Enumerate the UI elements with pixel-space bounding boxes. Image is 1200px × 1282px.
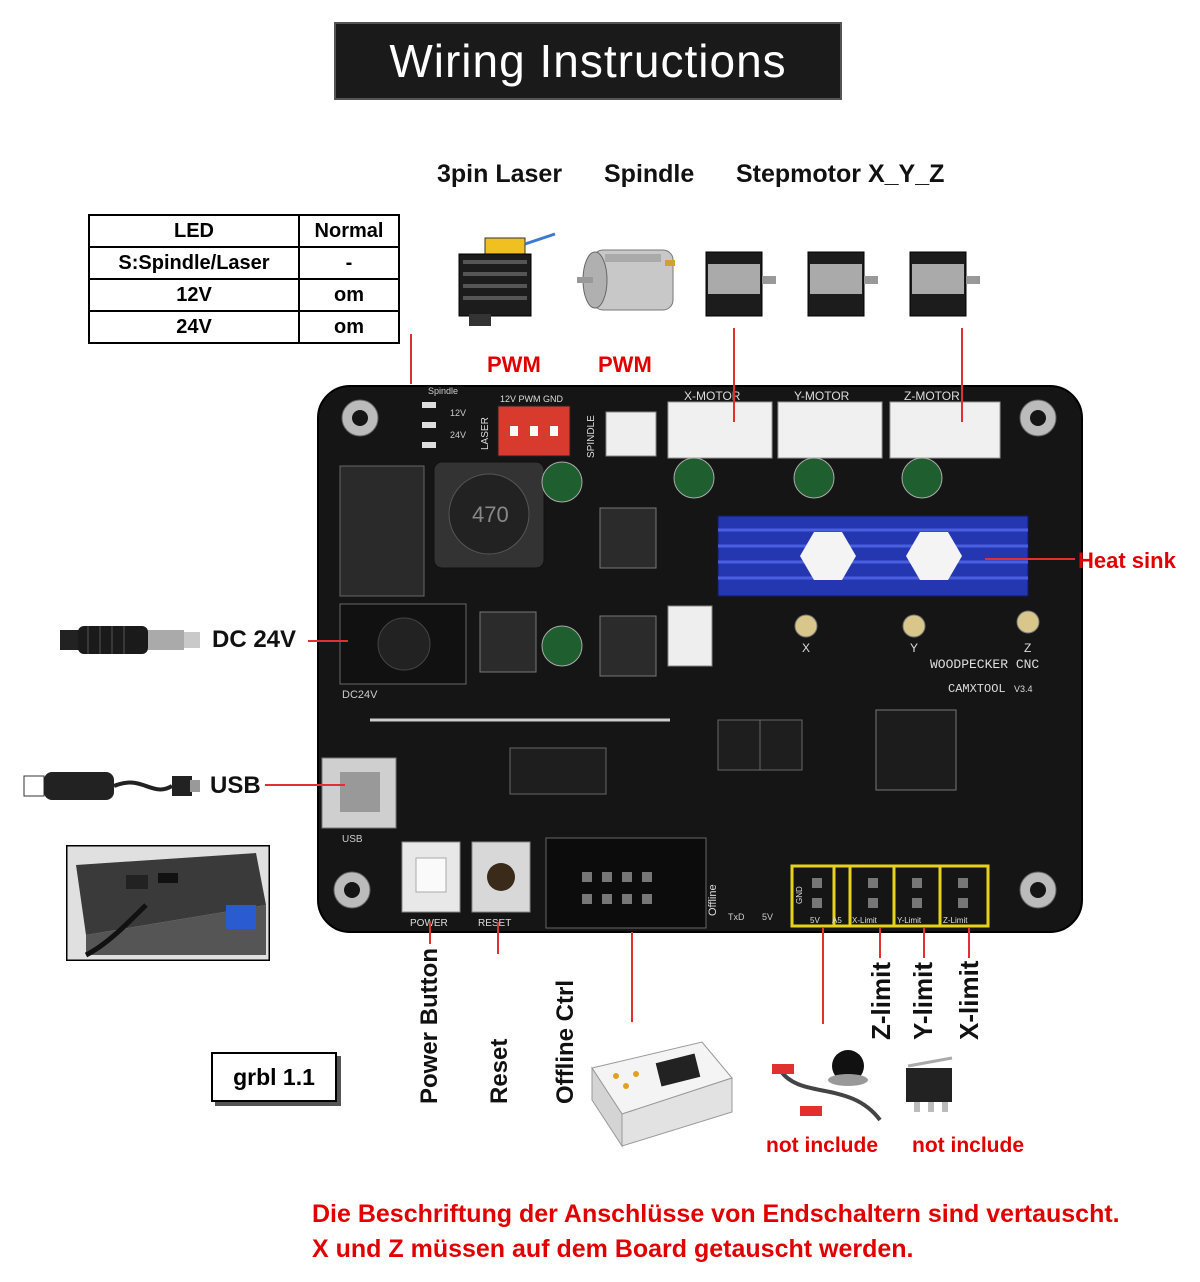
pot-z-label: Z bbox=[1024, 641, 1031, 655]
led-pointer-line bbox=[410, 334, 412, 384]
usb-cable-image bbox=[23, 772, 200, 800]
led-table: LED Normal S:Spindle/Laser - 12V om 24V … bbox=[88, 214, 400, 344]
stepper-z-image bbox=[909, 251, 980, 317]
probe-image bbox=[772, 1050, 882, 1122]
note-line-1: Die Beschriftung der Anschlüsse von Ends… bbox=[312, 1200, 1120, 1228]
offline-ctrl-label: Offline Ctrl bbox=[552, 980, 579, 1104]
stepper-y-image bbox=[807, 251, 878, 317]
led-row-value: - bbox=[298, 246, 400, 280]
x-motor-line bbox=[733, 328, 735, 422]
led-row-label: 12V bbox=[88, 278, 300, 312]
led-row-label: 24V bbox=[88, 310, 300, 344]
dc-24v-label: DC 24V bbox=[212, 626, 297, 653]
spindle-tag: SPINDLE bbox=[586, 415, 597, 458]
stepmotor-label: Stepmotor X_Y_Z bbox=[736, 160, 945, 188]
power-board-label: POWER bbox=[410, 918, 448, 929]
dc-plug-image bbox=[60, 626, 200, 654]
laser-pin-labels: 12V PWM GND bbox=[500, 394, 564, 404]
stepper-x-image bbox=[705, 251, 776, 317]
board-brand: CAMXTOOL bbox=[948, 682, 1006, 696]
z-limit-label: Z-limit bbox=[866, 962, 896, 1040]
dc24v-board-label: DC24V bbox=[342, 689, 378, 701]
y-limit-line bbox=[923, 928, 925, 958]
usb-line bbox=[265, 784, 345, 786]
reset-label: Reset bbox=[486, 1038, 513, 1104]
laser-label: 3pin Laser bbox=[437, 160, 563, 188]
z-limit-line bbox=[879, 928, 881, 958]
limit-pin-label: A5 bbox=[832, 916, 842, 925]
x-limit-label: X-limit bbox=[954, 960, 984, 1040]
pot-x-label: X bbox=[802, 641, 810, 655]
spindle-pwm-label: PWM bbox=[598, 352, 652, 377]
limit-pin-label: 5V bbox=[810, 916, 820, 925]
board-version: V3.4 bbox=[1014, 684, 1033, 694]
offline-controller-image bbox=[591, 1041, 733, 1148]
power-button-label: Power Button bbox=[416, 948, 443, 1104]
normal-header: Normal bbox=[298, 214, 400, 248]
reset-line bbox=[497, 922, 499, 954]
usb-board-label: USB bbox=[342, 834, 363, 845]
laptop-usb-photo bbox=[66, 845, 270, 961]
laser-pwm-label: PWM bbox=[487, 352, 541, 377]
z-motor-line bbox=[961, 328, 963, 422]
limit-switch-image bbox=[906, 1056, 953, 1112]
limit-pin-label: Z-Limit bbox=[943, 916, 968, 925]
v5-label: 5V bbox=[762, 912, 773, 922]
spindle-led-label: Spindle bbox=[428, 386, 458, 396]
heat-sink-label: Heat sink bbox=[1078, 548, 1176, 573]
inductor-label: 470 bbox=[472, 502, 509, 527]
txd-label: TxD bbox=[728, 912, 745, 922]
note-line-2: X und Z müssen auf dem Board getauscht w… bbox=[312, 1235, 914, 1263]
spindle-label: Spindle bbox=[604, 160, 695, 188]
not-include-switch: not include bbox=[912, 1134, 1024, 1157]
laser-tag: LASER bbox=[480, 417, 491, 450]
y-motor-header: Y-MOTOR bbox=[794, 389, 850, 403]
limit-pin-label: X-Limit bbox=[852, 916, 878, 925]
gnd-label: GND bbox=[795, 886, 804, 904]
controller-board: 12V PWM GND LASER SPINDLE X-MOTOR Y-MOTO… bbox=[317, 385, 1083, 933]
page-title: Wiring Instructions bbox=[334, 22, 842, 100]
probe-line bbox=[822, 928, 824, 1024]
dc-line bbox=[308, 640, 348, 642]
grbl-version-box: grbl 1.1 bbox=[211, 1052, 337, 1102]
z-motor-header: Z-MOTOR bbox=[904, 389, 960, 403]
limit-pin-label: Y-Limit bbox=[897, 916, 922, 925]
led-row-label: S:Spindle/Laser bbox=[88, 246, 300, 280]
led-header: LED bbox=[88, 214, 300, 248]
y-limit-label: Y-limit bbox=[908, 961, 938, 1040]
board-name: WOODPECKER CNC bbox=[930, 657, 1039, 672]
power-line bbox=[429, 922, 431, 944]
offline-board-label: Offline bbox=[707, 884, 719, 916]
pot-y-label: Y bbox=[910, 641, 918, 655]
spindle-motor-image bbox=[577, 249, 675, 311]
led-row-value: om bbox=[298, 310, 400, 344]
reset-board-label: RESET bbox=[478, 918, 511, 929]
offline-line bbox=[631, 932, 633, 1022]
led-12v-label: 12V bbox=[450, 408, 466, 418]
laser-module-image bbox=[458, 232, 556, 326]
heat-sink-line bbox=[985, 558, 1075, 560]
led-24v-label: 24V bbox=[450, 430, 466, 440]
x-motor-header: X-MOTOR bbox=[684, 389, 741, 403]
not-include-probe: not include bbox=[766, 1134, 878, 1157]
led-row-value: om bbox=[298, 278, 400, 312]
usb-label: USB bbox=[210, 772, 261, 799]
x-limit-line bbox=[968, 928, 970, 958]
